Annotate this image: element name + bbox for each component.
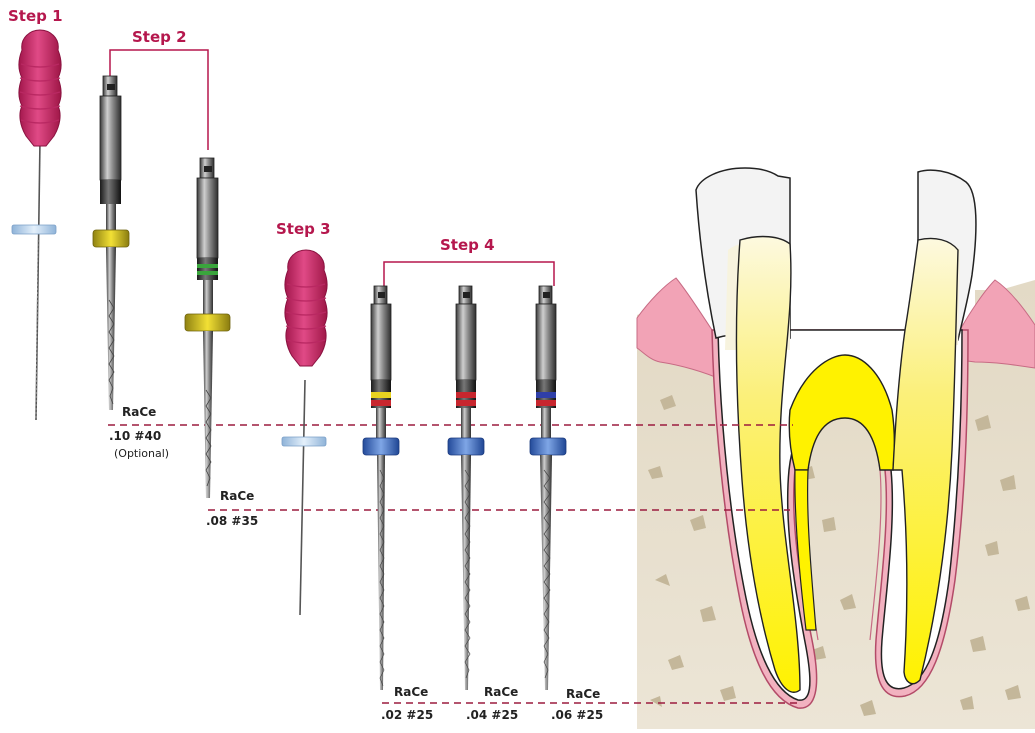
step-1-label: Step 1: [8, 7, 63, 25]
hand-file-step3: [282, 250, 327, 615]
rotary-file-10-40: [93, 76, 129, 410]
rotary-file-08-35: [185, 158, 230, 498]
file-size-02-25: .02 #25: [381, 707, 433, 724]
rotary-file-06-25: [530, 286, 566, 690]
file-size-08-35: .08 #35: [206, 513, 258, 530]
file-brand-08-35: RaCe: [220, 488, 254, 505]
file-size-06-25: .06 #25: [551, 707, 603, 724]
step-3-label: Step 3: [276, 220, 331, 238]
step2-bracket: [110, 50, 208, 150]
step-2-label: Step 2: [132, 28, 187, 46]
file-note-optional: (Optional): [114, 445, 169, 462]
hand-file-step1: [12, 30, 61, 420]
file-size-10-40: .10 #40: [109, 428, 161, 445]
file-brand-06-25: RaCe: [566, 686, 600, 703]
file-brand-10-40: RaCe: [122, 404, 156, 421]
rotary-file-04-25: [448, 286, 484, 690]
file-brand-04-25: RaCe: [484, 684, 518, 701]
file-brand-02-25: RaCe: [394, 684, 428, 701]
tooth-illustration: [637, 168, 1035, 729]
step-4-label: Step 4: [440, 236, 495, 254]
step4-bracket: [384, 262, 554, 286]
rotary-file-02-25: [363, 286, 399, 690]
file-size-04-25: .04 #25: [466, 707, 518, 724]
